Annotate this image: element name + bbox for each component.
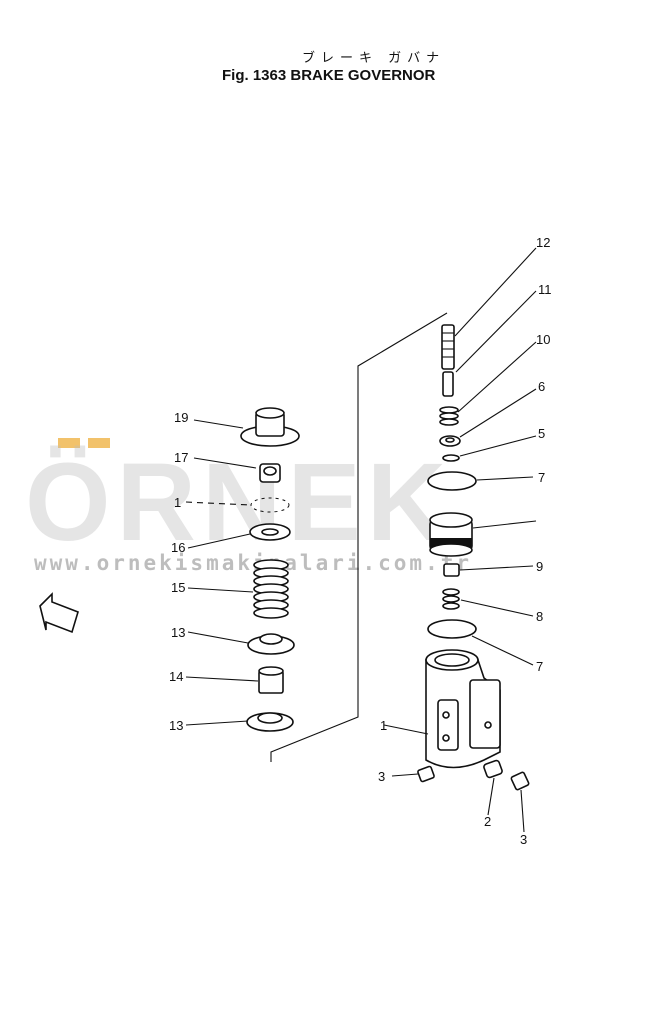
callout-13-upper: 13 (171, 625, 185, 640)
part-spring-seat-upper (247, 633, 295, 655)
leader-9 (459, 565, 534, 571)
leader-11 (455, 290, 537, 373)
part-spring-large (253, 559, 289, 619)
leader-3-left (391, 773, 419, 777)
part-governor-body (425, 649, 501, 769)
leader-13-lower (185, 720, 249, 726)
leader-17 (193, 457, 257, 469)
front-direction-arrow-icon (39, 592, 79, 634)
callout-15: 15 (171, 580, 185, 595)
leader-15 (187, 587, 254, 593)
part-spring-small-upper (439, 406, 459, 426)
callout-11: 11 (538, 282, 552, 297)
leader-2 (487, 777, 495, 816)
part-plug-left (417, 765, 435, 783)
leader-5 (459, 435, 537, 457)
part-spring-small-lower (442, 588, 460, 610)
callout-6: 6 (538, 379, 545, 394)
leader-1-right (383, 724, 429, 735)
part-sleeve (258, 666, 284, 694)
callout-16: 16 (171, 540, 185, 555)
leader-piston (472, 520, 537, 529)
leader-8 (460, 599, 534, 617)
part-o-ring-upper (427, 471, 477, 491)
callout-17: 17 (174, 450, 188, 465)
callout-19: 19 (174, 410, 188, 425)
callout-7-upper: 7 (538, 470, 545, 485)
leader-7-lower (471, 635, 534, 666)
part-nut-small (443, 563, 460, 577)
part-valve-seat (439, 435, 461, 447)
watermark-url-text: www.ornekismakinalari.com.tr (34, 551, 472, 575)
leader-14 (185, 676, 259, 682)
leader-12 (454, 247, 537, 337)
leader-19 (193, 419, 244, 429)
callout-13-lower: 13 (169, 718, 183, 733)
part-adjusting-screw (441, 324, 455, 370)
leader-13-upper (187, 631, 249, 644)
callout-1-right: 1 (380, 718, 387, 733)
part-stem (442, 371, 454, 397)
part-piston (429, 512, 473, 557)
watermark-main-text: ÖRNEK (25, 441, 452, 564)
leader-16 (187, 533, 251, 549)
callout-5: 5 (538, 426, 545, 441)
callout-3-left: 3 (378, 769, 385, 784)
callout-10: 10 (536, 332, 550, 347)
leader-3-right (520, 789, 525, 833)
part-cap (240, 407, 300, 447)
part-o-ring-lower (427, 619, 477, 639)
watermark-accent-dot-left (58, 438, 80, 448)
assembly-bracket-line (270, 312, 448, 762)
leader-6 (459, 388, 537, 438)
watermark-accent-dot-right (88, 438, 110, 448)
part-plug-right (510, 771, 530, 791)
watermark: ÖRNEK www.ornekismakinalari.com.tr (25, 438, 472, 575)
callout-12: 12 (536, 235, 550, 250)
part-washer-faint (250, 497, 290, 513)
part-nut (259, 463, 281, 483)
callout-8: 8 (536, 609, 543, 624)
callout-3-right: 3 (520, 832, 527, 847)
title-japanese: ブレーキ ガバナ (302, 50, 445, 66)
leader-10 (457, 341, 537, 413)
part-spring-seat-lower (246, 712, 294, 732)
part-washer (249, 523, 291, 541)
callout-14: 14 (169, 669, 183, 684)
part-plug-middle (483, 759, 503, 779)
callout-7-lower: 7 (536, 659, 543, 674)
callout-9: 9 (536, 559, 543, 574)
leader-7-upper (476, 476, 534, 481)
callout-1-left: 1 (174, 495, 181, 510)
callout-2: 2 (484, 814, 491, 829)
part-o-ring-small (442, 454, 460, 462)
figure-title: Fig. 1363 BRAKE GOVERNOR (222, 67, 436, 84)
